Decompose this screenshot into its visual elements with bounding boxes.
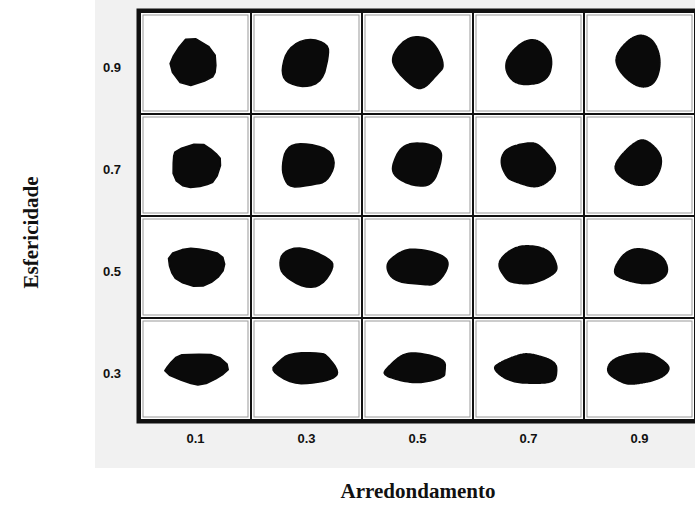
scale-value: 0.3	[297, 431, 315, 446]
grain-shape	[165, 354, 228, 385]
grid-line	[251, 318, 362, 420]
grain-shape	[506, 40, 552, 85]
grid-line	[362, 318, 473, 420]
grid-cell	[254, 219, 359, 315]
grid-cell	[254, 15, 359, 111]
grid-cell	[254, 321, 359, 417]
grid-line	[251, 216, 362, 318]
grid-cell	[143, 321, 248, 417]
grid-cell	[143, 15, 248, 111]
grid-cell	[476, 321, 581, 417]
grid-cell	[476, 219, 581, 315]
grid-frame	[138, 10, 695, 422]
grain-shape	[384, 353, 445, 383]
grid-cell	[143, 219, 248, 315]
grid-line	[140, 12, 251, 114]
grid-line	[140, 114, 251, 216]
grain-shape	[283, 144, 335, 187]
grid-line	[362, 216, 473, 318]
grain-shape	[387, 249, 448, 285]
grain-shape	[495, 354, 557, 384]
grid-line	[473, 216, 584, 318]
grain-shape	[501, 143, 555, 187]
grain-shape	[615, 140, 661, 185]
grain-shape	[608, 353, 669, 384]
scale-value: 0.5	[408, 431, 426, 446]
grid-line	[473, 114, 584, 216]
grid-cell	[365, 219, 470, 315]
grid-cell	[587, 15, 692, 111]
grid-line	[362, 114, 473, 216]
grid-cell	[254, 117, 359, 213]
grid-line	[251, 114, 362, 216]
scale-value: 0.7	[103, 162, 121, 177]
grid-cell	[476, 15, 581, 111]
grid-cell	[587, 219, 692, 315]
grid-cell	[476, 117, 581, 213]
axis-title: Arredondamento	[341, 479, 496, 504]
grain-shape	[170, 39, 216, 86]
scale-value: 0.1	[186, 431, 204, 446]
grid-line	[473, 12, 584, 114]
grain-shape	[282, 39, 328, 86]
grain-shape	[169, 248, 225, 286]
grid-line	[251, 12, 362, 114]
grain-shape	[173, 144, 220, 187]
grain-shape	[615, 249, 668, 284]
scale-value: 0.9	[103, 60, 121, 75]
grain-shape	[499, 246, 557, 284]
grid-line	[362, 12, 473, 114]
chart-ground	[95, 0, 695, 468]
grain-shape	[273, 353, 337, 384]
grid-line	[584, 318, 695, 420]
scale-value: 0.3	[103, 366, 121, 381]
grid-line	[584, 216, 695, 318]
grid-line	[584, 114, 695, 216]
grain-shape	[616, 35, 660, 87]
grid-cell	[365, 15, 470, 111]
grid-line	[584, 12, 695, 114]
grid-cell	[587, 321, 692, 417]
axis-title: Esfericidade	[20, 176, 45, 288]
grid-cell	[365, 117, 470, 213]
grid-line	[473, 318, 584, 420]
grid-cell	[587, 117, 692, 213]
grain-shape	[280, 248, 333, 287]
scale-value: 0.7	[519, 431, 537, 446]
grid-cell	[365, 321, 470, 417]
scale-value: 0.5	[103, 264, 121, 279]
grid-line	[140, 216, 251, 318]
grid-line	[140, 318, 251, 420]
grid-cell	[143, 117, 248, 213]
scale-value: 0.9	[630, 431, 648, 446]
grain-shape	[393, 143, 442, 186]
grain-shape	[393, 37, 443, 89]
